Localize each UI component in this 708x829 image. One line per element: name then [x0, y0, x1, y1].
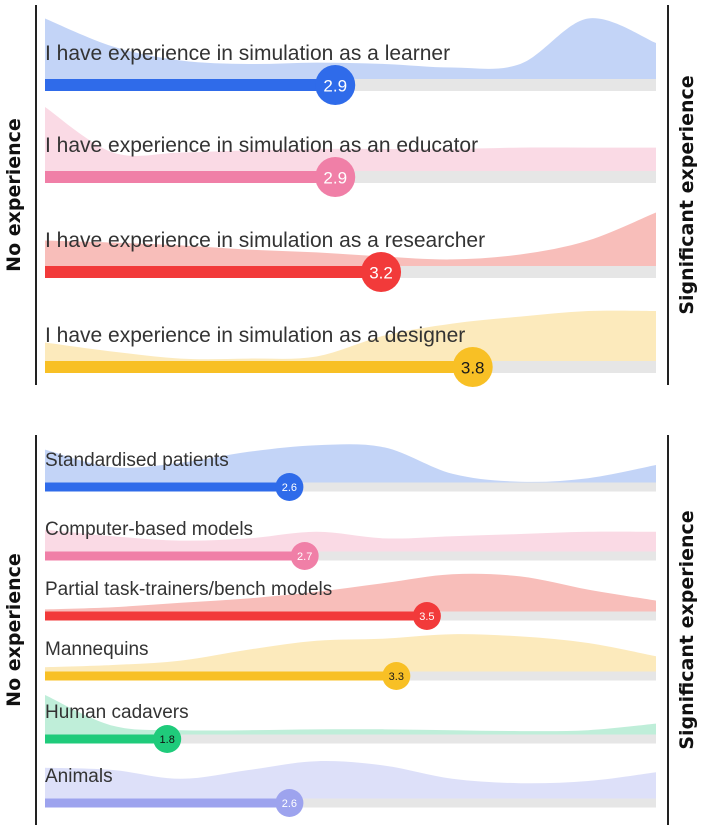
score-marker	[315, 65, 356, 105]
chart-item-mannequins: Mannequins 3.3	[45, 634, 656, 690]
bar-track	[45, 551, 656, 561]
chart-item-i-have-experience-in-simulation-as-a-researcher: I have experience in simulation as a res…	[45, 212, 656, 292]
distribution-area	[45, 310, 656, 367]
item-label: Human cadavers	[45, 702, 189, 723]
distribution-area	[45, 444, 656, 487]
item-label: Computer-based models	[45, 519, 253, 540]
value-bar	[45, 266, 382, 278]
score-label: 2.9	[323, 169, 347, 188]
score-label: 3.3	[389, 671, 404, 683]
score-label: 3.5	[419, 611, 434, 623]
right-axis-label: Significant experience	[676, 510, 698, 749]
score-marker	[315, 157, 356, 197]
left-axis-label: No experience	[3, 553, 25, 707]
distribution-area	[45, 18, 656, 85]
item-label: Standardised patients	[45, 450, 229, 471]
value-bar	[45, 482, 290, 492]
chart-item-computer-based-models: Computer-based models 2.7	[45, 519, 656, 570]
score-marker	[452, 347, 493, 387]
distribution-area	[45, 529, 656, 556]
score-label: 3.2	[369, 264, 393, 283]
score-marker	[275, 473, 304, 501]
chart-item-i-have-experience-in-simulation-as-a-designer: I have experience in simulation as a des…	[45, 310, 656, 387]
score-label: 2.9	[323, 77, 347, 96]
bar-track	[45, 734, 656, 744]
score-marker	[290, 542, 319, 570]
distribution-area	[45, 573, 656, 616]
value-bar	[45, 734, 168, 744]
bar-track	[45, 798, 656, 808]
left-axis-label: No experience	[3, 118, 25, 272]
distribution-area	[45, 212, 656, 272]
score-label: 2.6	[282, 798, 297, 810]
bar-track	[45, 482, 656, 492]
score-marker	[382, 662, 411, 690]
right-axis-label: Significant experience	[676, 75, 698, 314]
value-bar	[45, 171, 336, 183]
score-label: 2.6	[282, 482, 297, 494]
score-marker	[275, 789, 304, 817]
value-bar	[45, 611, 427, 621]
score-marker	[153, 725, 182, 753]
item-label: I have experience in simulation as an ed…	[45, 134, 478, 157]
score-label: 3.8	[461, 359, 485, 378]
item-label: Mannequins	[45, 639, 149, 660]
chart-item-partial-task-trainers-bench-models: Partial task-trainers/bench models 3.5	[45, 573, 656, 630]
score-marker	[361, 252, 402, 292]
panel-simulation-roles: No experience Significant experience I hav…	[3, 5, 698, 387]
value-bar	[45, 361, 473, 373]
item-label: I have experience in simulation as a res…	[45, 229, 485, 252]
value-bar	[45, 551, 305, 561]
chart-item-standardised-patients: Standardised patients 2.6	[45, 444, 656, 501]
chart-item-i-have-experience-in-simulation-as-an-educator: I have experience in simulation as an ed…	[45, 107, 656, 197]
value-bar	[45, 671, 397, 681]
score-label: 1.8	[160, 734, 175, 746]
distribution-area	[45, 107, 656, 177]
panel-simulation-modalities: No experience Significant experience Stand…	[3, 435, 698, 825]
item-label: Animals	[45, 766, 113, 787]
distribution-area	[45, 761, 656, 803]
item-label: I have experience in simulation as a des…	[45, 324, 465, 347]
chart-item-human-cadavers: Human cadavers 1.8	[45, 695, 656, 753]
value-bar	[45, 79, 336, 91]
chart-item-i-have-experience-in-simulation-as-a-learner: I have experience in simulation as a lea…	[45, 18, 656, 105]
score-marker	[412, 602, 441, 630]
chart-item-animals: Animals 2.6	[45, 761, 656, 817]
score-label: 2.7	[297, 551, 312, 563]
distribution-area	[45, 634, 656, 676]
item-label: Partial task-trainers/bench models	[45, 579, 332, 600]
item-label: I have experience in simulation as a lea…	[45, 42, 450, 65]
value-bar	[45, 798, 290, 808]
